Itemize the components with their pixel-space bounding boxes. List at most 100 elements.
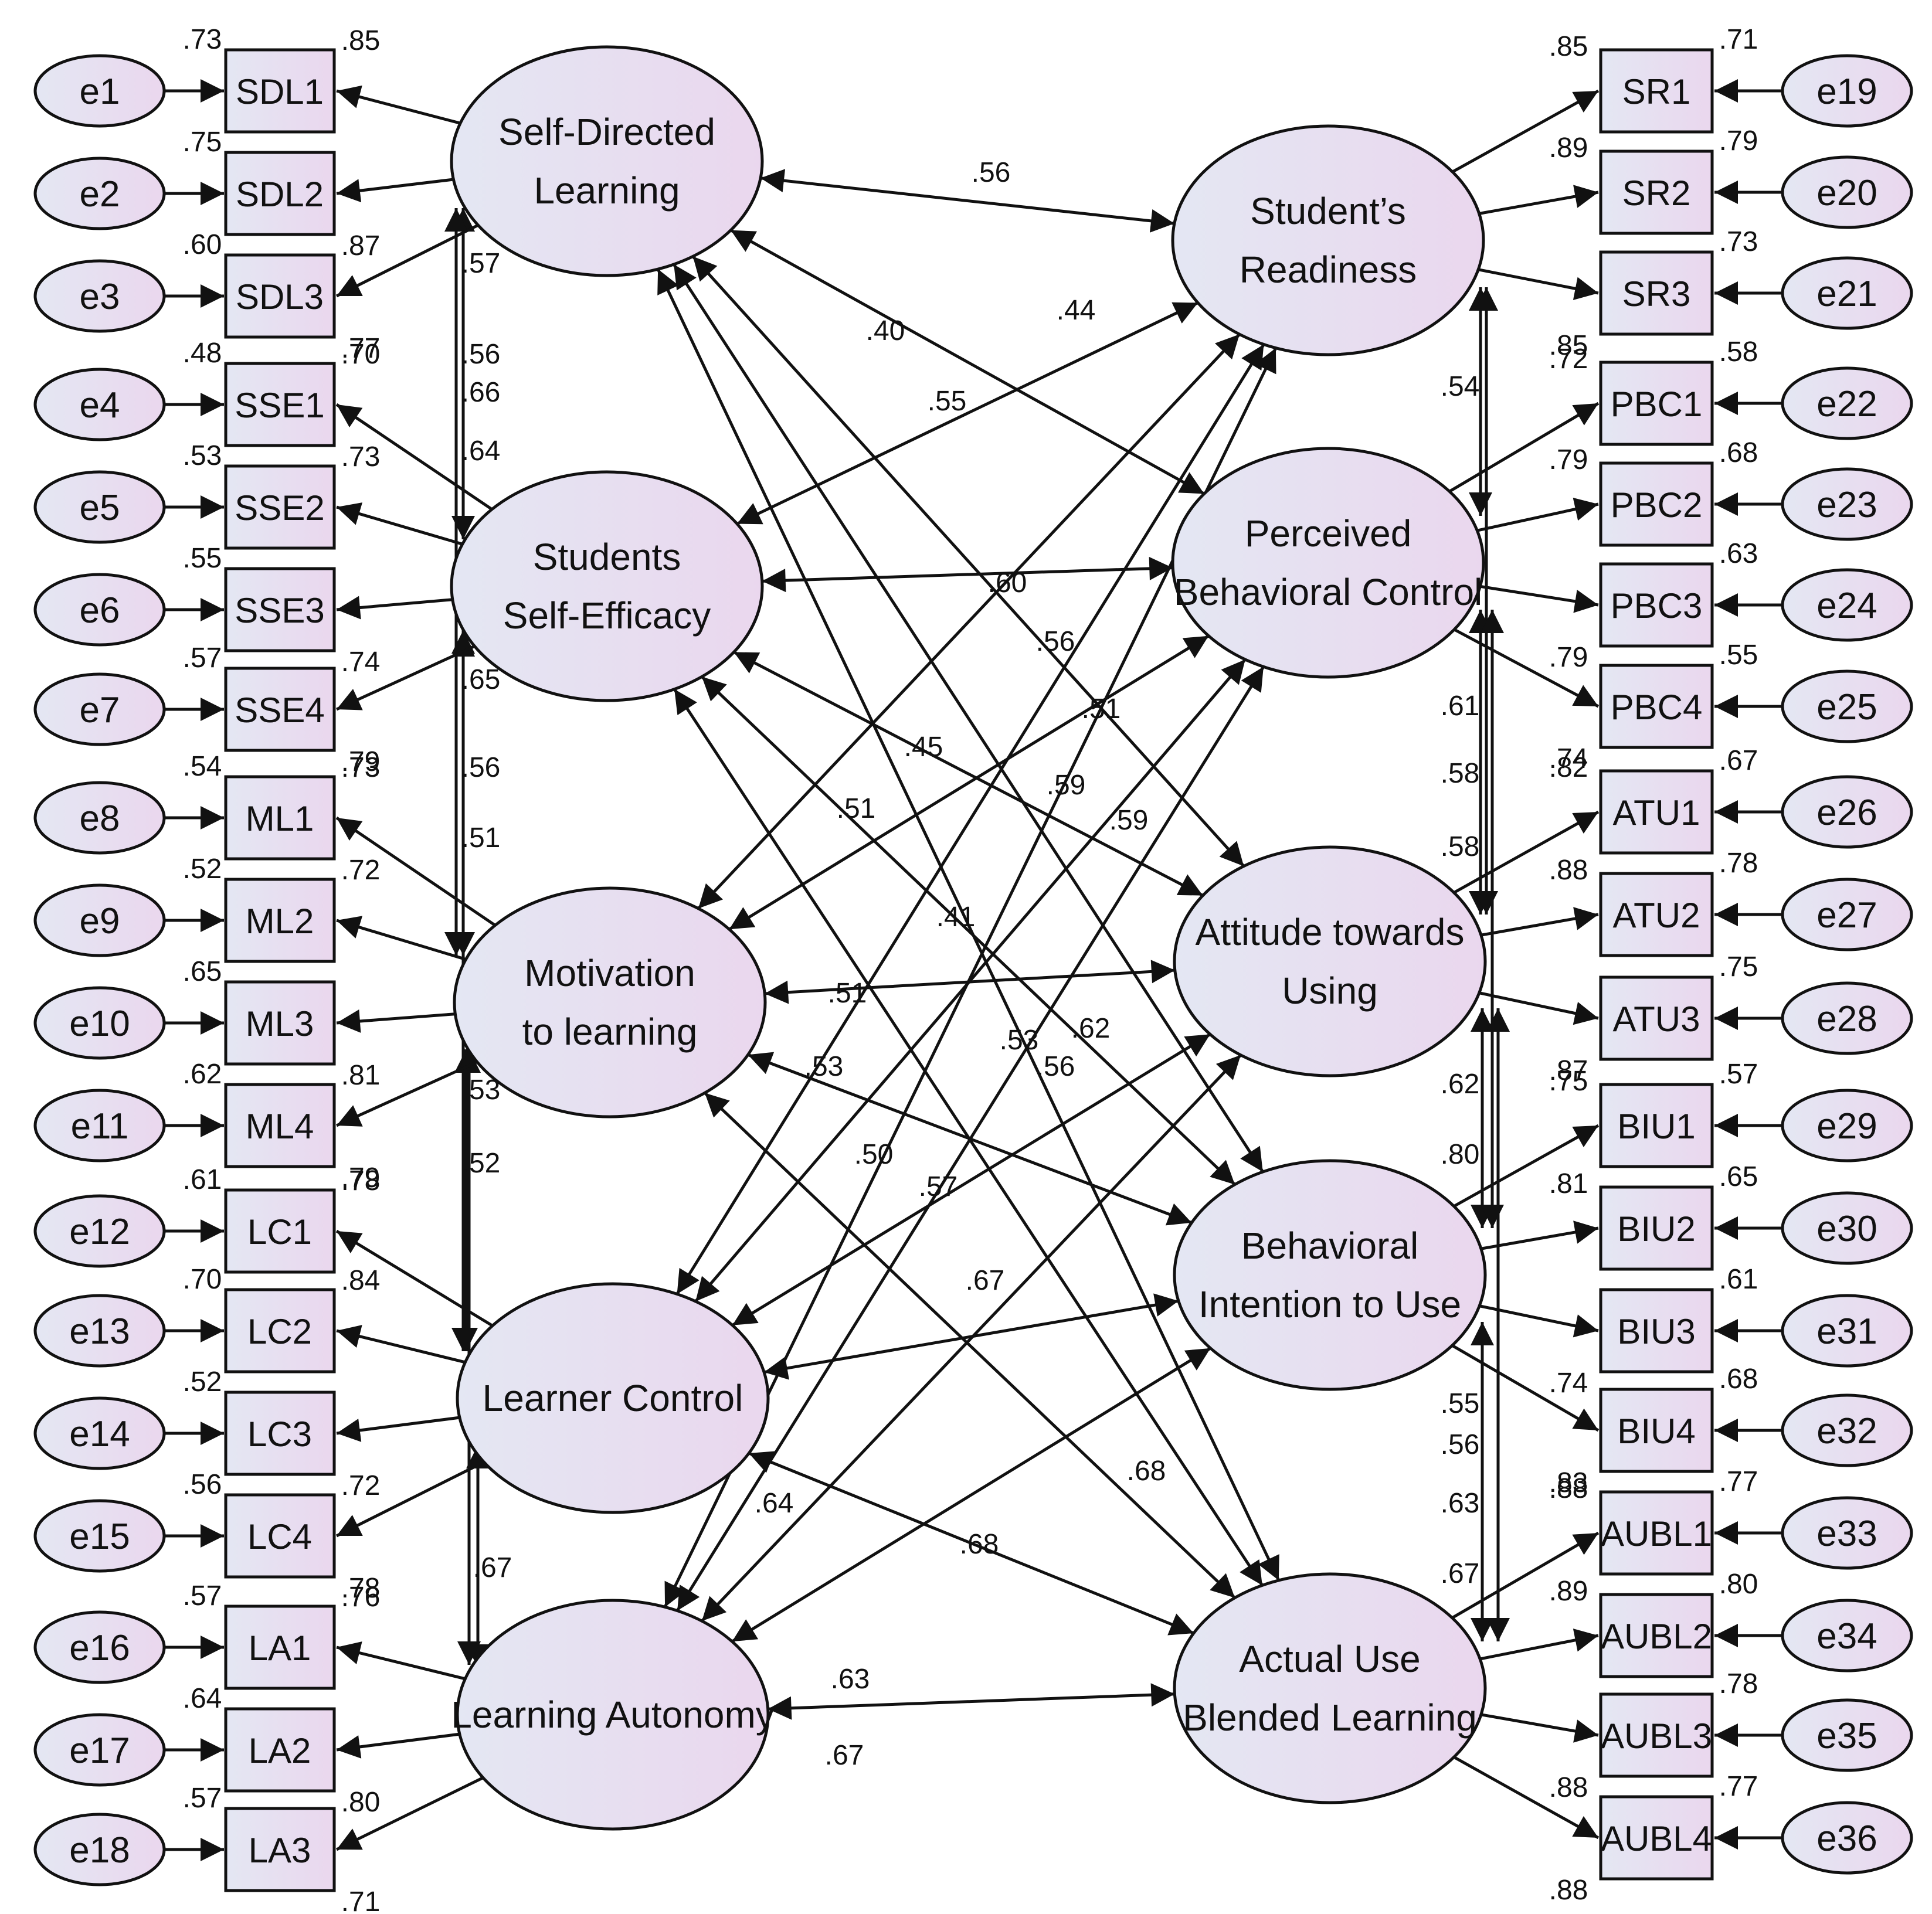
indicator-label: SDL3 <box>236 277 324 317</box>
covariance-label: .41 <box>936 902 976 933</box>
structural-covariance-path <box>768 1683 1175 1720</box>
error-term <box>1781 1089 1913 1162</box>
loading-label: .88 <box>1549 1772 1588 1803</box>
latent-label: Blended Learning <box>1183 1697 1477 1739</box>
loading-label: .85 <box>1549 330 1588 361</box>
indicator-label: LC1 <box>247 1212 312 1252</box>
error-label: e20 <box>1816 173 1877 213</box>
loading-label: .88 <box>1549 855 1588 886</box>
indicator-label: BIU1 <box>1617 1107 1695 1146</box>
loading-label: .73 <box>341 441 381 472</box>
covariance-label: .62 <box>1441 1069 1480 1100</box>
loading-path <box>1479 1629 1599 1661</box>
r-squared-label: .62 <box>183 1059 222 1090</box>
covariance-label: .57 <box>461 248 501 279</box>
r-squared-label: .58 <box>1719 336 1758 368</box>
loading-label: .82 <box>1549 752 1588 783</box>
indicator-label: AUBL3 <box>1601 1716 1712 1756</box>
loading-path <box>335 1776 484 1851</box>
indicator-box <box>1599 1490 1714 1576</box>
error-term <box>33 259 166 333</box>
latent-ellipse <box>1171 124 1485 356</box>
indicator-box <box>224 1188 336 1274</box>
loading-path <box>1451 1531 1600 1619</box>
error-term <box>33 781 166 855</box>
error-term <box>1781 669 1913 743</box>
loading-label: .80 <box>341 1787 381 1818</box>
indicator-box <box>224 1493 336 1579</box>
covariance-label: .68 <box>1127 1456 1166 1487</box>
error-term <box>33 986 166 1060</box>
error-label: e25 <box>1816 687 1877 727</box>
indicator-label: SSE2 <box>235 488 324 528</box>
error-label: e3 <box>80 277 120 317</box>
indicator-label: ATU2 <box>1613 896 1700 935</box>
r-squared-label: .56 <box>183 1469 222 1500</box>
loading-label: .74 <box>341 647 381 678</box>
loading-path <box>336 1416 460 1442</box>
error-label: e24 <box>1816 586 1877 626</box>
covariance-label: .45 <box>904 732 943 763</box>
error-term <box>33 1089 166 1162</box>
indicator-label: ML2 <box>246 902 314 941</box>
covariance-label: .65 <box>461 664 501 695</box>
indicator-box <box>224 667 336 752</box>
structural-covariance-path <box>704 1092 1236 1599</box>
covariance-label: .68 <box>960 1529 999 1560</box>
error-label: e4 <box>80 385 120 426</box>
covariance-label: .56 <box>461 339 501 370</box>
loading-path <box>336 916 467 961</box>
error-label: e13 <box>69 1311 130 1352</box>
r-squared-label: .53 <box>183 440 222 471</box>
loading-path <box>336 1732 460 1759</box>
loading-label: .74 <box>1549 743 1588 774</box>
covariance-label: .64 <box>755 1488 794 1519</box>
latent-ellipse <box>453 886 767 1119</box>
latent-label: Self-Efficacy <box>503 594 711 637</box>
r-squared-label: .63 <box>1719 538 1758 569</box>
r-squared-label: .70 <box>183 1264 222 1295</box>
loading-path <box>336 85 461 125</box>
loading-path <box>1453 1124 1600 1208</box>
r-squared-label: .77 <box>1719 1771 1758 1802</box>
covariance-label: .54 <box>1441 371 1480 402</box>
indicator-box <box>1599 1388 1714 1473</box>
loading-label: .74 <box>1549 1368 1588 1399</box>
error-label: e6 <box>80 590 120 631</box>
indicator-label: SDL1 <box>236 72 324 111</box>
error-term <box>1781 1393 1913 1467</box>
loading-label: .85 <box>341 25 381 56</box>
error-label: e7 <box>80 690 120 730</box>
loading-label: .85 <box>1549 31 1588 62</box>
loading-label: .72 <box>341 855 381 886</box>
error-label: e17 <box>69 1731 130 1771</box>
error-term <box>1781 1496 1913 1570</box>
error-term <box>1781 1294 1913 1368</box>
loading-path <box>1451 1344 1600 1432</box>
indicator-label: BIU4 <box>1617 1412 1695 1451</box>
indicator-box <box>224 1707 336 1793</box>
covariance-label: .67 <box>1441 1558 1480 1589</box>
covariance-label: .51 <box>837 793 876 824</box>
loading-label: .78 <box>341 1573 381 1604</box>
indicator-box <box>1599 48 1714 134</box>
latent-label: Student’s <box>1250 190 1406 232</box>
error-term <box>33 157 166 230</box>
r-squared-label: .55 <box>183 543 222 574</box>
indicator-box <box>224 980 336 1066</box>
